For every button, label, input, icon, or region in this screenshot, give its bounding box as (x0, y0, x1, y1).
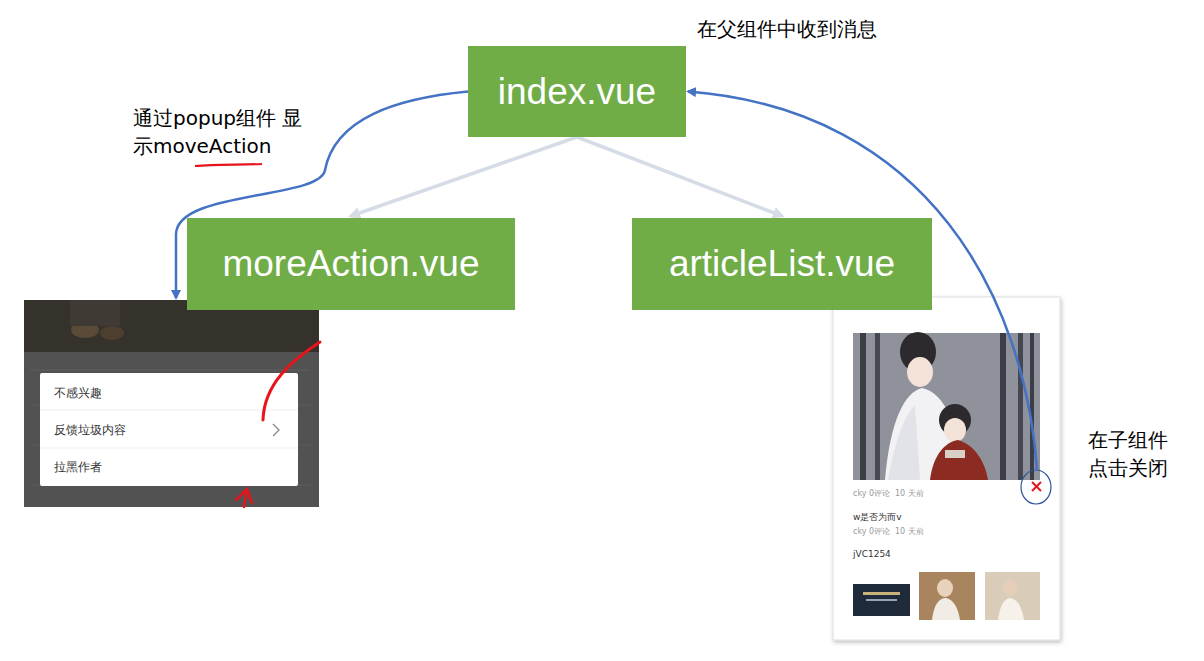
screenshot-text: cky (853, 527, 866, 537)
screenshot-text: jVC1254 (853, 549, 891, 560)
component-box: moreAction.vue (187, 218, 515, 310)
component-name: index.vue (498, 71, 656, 113)
screenshot-text: 拉黑作者 (54, 459, 102, 475)
screenshot-text: 0评论 (869, 489, 890, 499)
screenshot-text: 反馈垃圾内容 (54, 422, 126, 438)
article-screenshot (833, 297, 1060, 640)
screenshot-text: 0评论 (869, 527, 890, 537)
annotation: 在父组件中收到消息 (697, 15, 877, 43)
screenshot-text: 10 天前 (895, 527, 924, 537)
screenshot-text: w是否为而v (853, 512, 902, 523)
component-box: index.vue (468, 46, 686, 137)
screenshot-text: 10 天前 (895, 489, 924, 499)
component-name: moreAction.vue (222, 243, 479, 285)
screenshot-text: cky (853, 489, 866, 499)
hierarchy-arrow (577, 137, 782, 216)
underline (195, 164, 262, 166)
popup-screenshot (24, 300, 320, 507)
component-name: articleList.vue (669, 243, 895, 285)
hierarchy-arrow (351, 137, 577, 216)
annotation: 通过popup组件 显示moveAction (133, 104, 309, 160)
annotation: 在子组件 点击关闭 (1088, 426, 1180, 482)
component-box: articleList.vue (632, 218, 932, 310)
screenshot-text: 不感兴趣 (54, 385, 102, 401)
